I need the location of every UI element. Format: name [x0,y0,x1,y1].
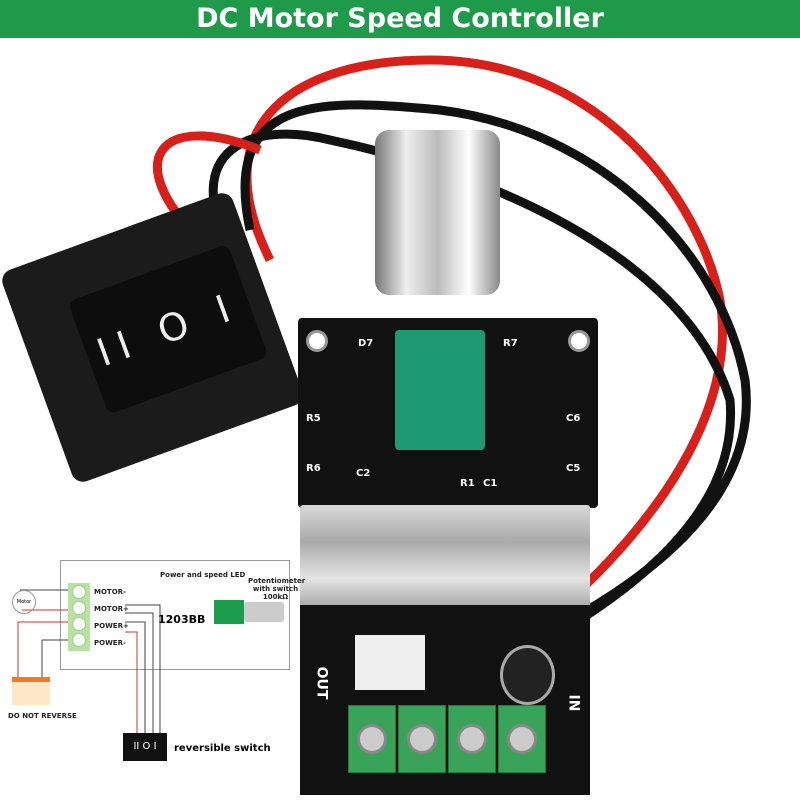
warning-label: DO NOT REVERSE [8,712,77,720]
label-r6: R6 [306,463,321,474]
label-c5: C5 [566,463,581,474]
terminal-4[interactable] [498,705,546,773]
motor-icon: Motor [12,590,36,614]
label-c6: C6 [566,413,581,424]
label-c1: C1 [483,478,498,489]
terminal-3[interactable] [448,705,496,773]
screw-icon [407,724,437,754]
pcb-lower: OUT IN [300,605,590,795]
terminal-motor-minus: MOTOR- [94,588,126,596]
switch-label: reversible switch [174,743,271,754]
speed-knob[interactable] [375,130,500,295]
diagram-switch: II O I [123,733,167,761]
mount-hole [306,330,328,352]
model-label: 1203BB [158,613,206,626]
terminal-1[interactable] [348,705,396,773]
label-r7: R7 [503,338,518,349]
pot-label: Potentiometer with switch 100kΩ [248,577,306,601]
label-r5: R5 [306,413,321,424]
capacitor [500,645,555,705]
potentiometer [395,330,485,450]
screw-icon [507,724,537,754]
terminal-power-plus: POWER+ [94,622,129,630]
terminal-2[interactable] [398,705,446,773]
motor-label: Motor [16,599,32,605]
title-banner: DC Motor Speed Controller [0,0,800,38]
terminal-motor-plus: MOTOR+ [94,605,129,613]
battery-icon [12,677,50,705]
label-r1: R1 [460,478,475,489]
terminal-power-minus: POWER- [94,639,126,647]
screw-icon [357,724,387,754]
diagram-potentiometer [214,600,244,624]
mount-hole [568,330,590,352]
heatsink [300,505,590,615]
diagram-terminal-block [68,583,90,651]
connector-header [355,635,425,690]
diagram-knob [244,602,284,622]
label-c2: C2 [356,468,371,479]
label-d7: D7 [358,338,374,349]
screw-icon [457,724,487,754]
led-label: Power and speed LED [160,571,246,579]
